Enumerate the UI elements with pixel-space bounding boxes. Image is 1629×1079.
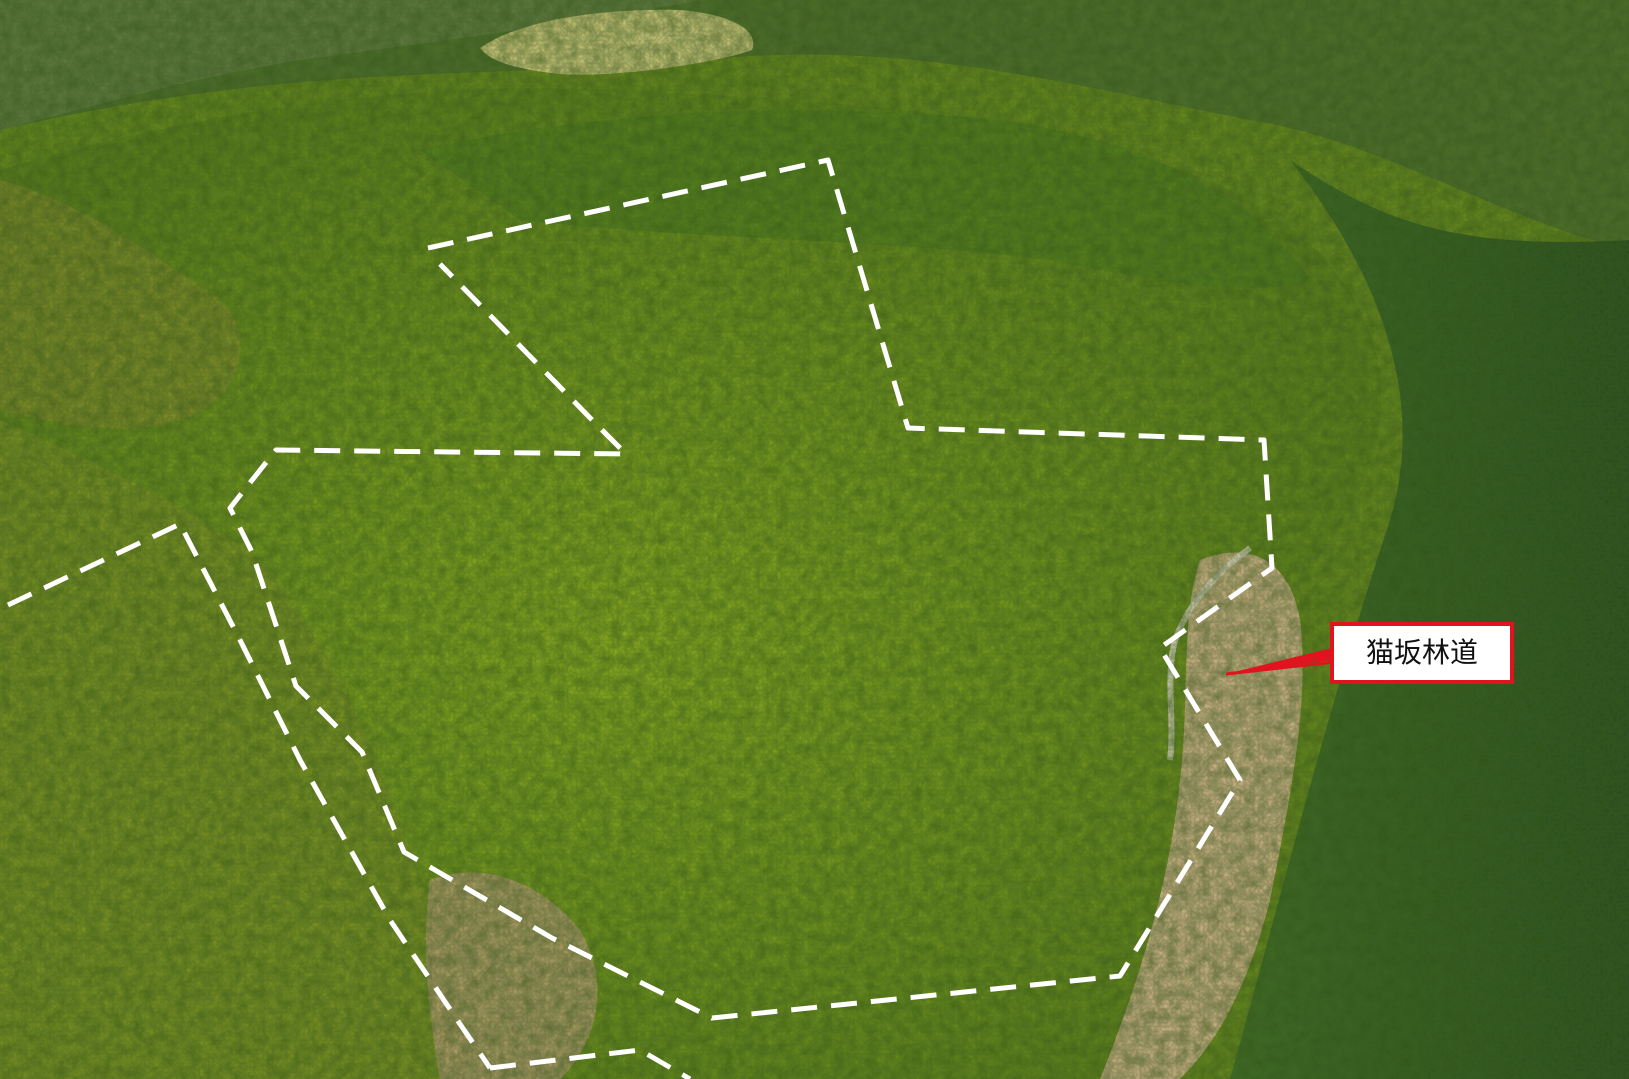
parcel-boundary-left [6, 521, 493, 1070]
callout-leader [1225, 660, 1335, 676]
callout-label: 猫坂林道 [1366, 636, 1478, 669]
parcel-boundary-upper [227, 157, 1275, 1021]
callout-box [1330, 622, 1514, 684]
parcel-boundary-bottom [489, 1047, 692, 1079]
callout-pointer [1226, 648, 1332, 674]
parcel-boundaries [6, 157, 1275, 1079]
